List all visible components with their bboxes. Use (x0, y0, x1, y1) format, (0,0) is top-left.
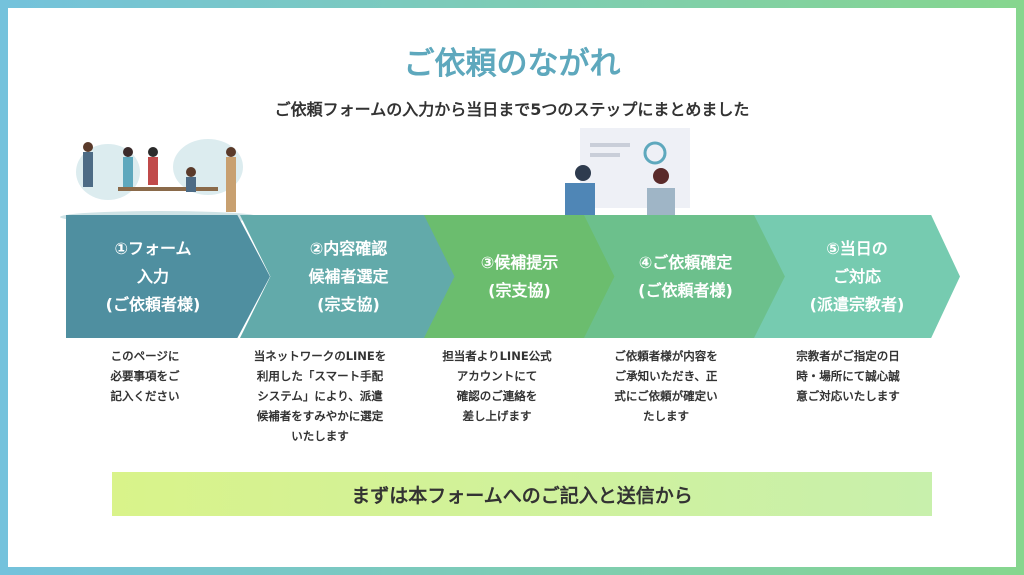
step-1-description: このページに 必要事項をご 記入ください (110, 349, 180, 403)
step-3-description: 担当者よりLINE公式 アカウントにて 確認のご連絡を 差し上げます (442, 349, 552, 423)
step-2-arrow: ②内容確認 候補者選定 (宗支協) (240, 215, 457, 338)
step-4-arrow: ④ご依頼確定 (ご依頼者様) (584, 215, 787, 338)
step-1-arrow: ①フォーム 入力 (ご依頼者様) (66, 215, 270, 338)
step-5-description: 宗教者がご指定の日 時・場所にて誠心誠 意ご対応いたします (796, 349, 900, 403)
page-title: ご依頼のながれ (403, 46, 621, 82)
presentation-illustration (565, 128, 690, 226)
call-to-action-banner: まずは本フォームへのご記入と送信から (112, 472, 932, 516)
page-subtitle: ご依頼フォームの入力から当日まで5つのステップにまとめました (274, 100, 750, 119)
step-2-description: 当ネットワークのLINEを 利用した「スマート手配 システム」により、派遣 候補… (253, 349, 387, 443)
step-4-description: ご依頼者様が内容を ご承知いただき、正 式にご依頼が確定い たします (614, 349, 718, 423)
step-5-arrow: ⑤当日の ご対応 (派遣宗教者) (754, 215, 960, 338)
step-3-arrow: ③候補提示 (宗支協) (424, 215, 615, 338)
team-meeting-illustration (60, 139, 260, 223)
